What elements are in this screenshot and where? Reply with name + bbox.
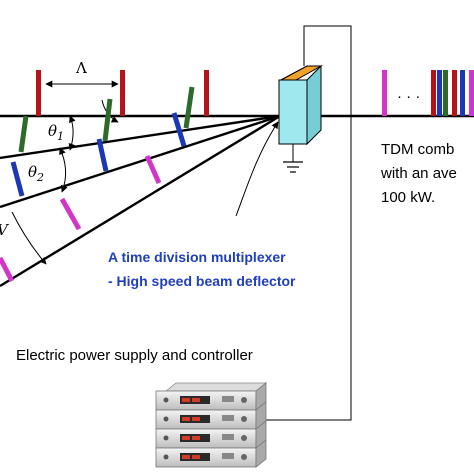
pulse [10, 161, 25, 197]
tdm-note-line3: 100 kW. [381, 189, 435, 206]
beam-lines [0, 114, 474, 288]
power-supply-unit [155, 401, 267, 430]
power-supply-unit [155, 420, 267, 449]
output-dots: · · · [397, 88, 420, 105]
deflector-label: - High speed beam deflector [108, 273, 296, 289]
pulse-train-top [36, 70, 209, 116]
pulse-train-lower [0, 154, 162, 283]
pulse [183, 86, 195, 129]
pulse-train-output: · · · [382, 70, 474, 116]
multiplexer-label: A time division multiplexer [108, 249, 286, 265]
period-dimension: Λ [45, 59, 119, 88]
pulse [0, 256, 15, 283]
theta1-label: θ1 [48, 122, 64, 143]
pulse [431, 70, 436, 116]
power-supply-icon [155, 382, 268, 468]
pulse [120, 70, 125, 116]
pulse [204, 70, 209, 116]
power-supply-label: Electric power supply and controller [16, 347, 253, 364]
tdm-note-line2: with an ave [380, 165, 457, 182]
ground-icon [283, 161, 303, 173]
pulse-train-upper [18, 86, 195, 153]
pulse [102, 98, 113, 142]
left-partial-label: V [0, 221, 10, 239]
power-supply-unit [155, 439, 267, 468]
pulse [452, 70, 457, 116]
tdm-note-line1: TDM comb [381, 141, 454, 158]
pulse [469, 70, 474, 116]
pulse [437, 70, 442, 116]
pulse-train-middle [10, 112, 187, 197]
beam-middle [0, 114, 281, 209]
beam-deflector-icon [278, 64, 323, 146]
beam-lower [0, 114, 281, 288]
pulse [443, 70, 448, 116]
pulse [18, 115, 29, 153]
pulse [382, 70, 387, 116]
period-label: Λ [75, 59, 87, 77]
angle-arcs [59, 115, 76, 193]
pulse [96, 138, 109, 172]
pulse [460, 70, 465, 116]
wiring [264, 25, 352, 421]
power-supply-unit [155, 382, 268, 411]
theta2-label: θ2 [28, 163, 44, 184]
beam-upper [0, 114, 281, 160]
pulse [36, 70, 41, 116]
pulse [171, 112, 187, 147]
pulse [59, 197, 82, 231]
pulse [144, 154, 162, 185]
